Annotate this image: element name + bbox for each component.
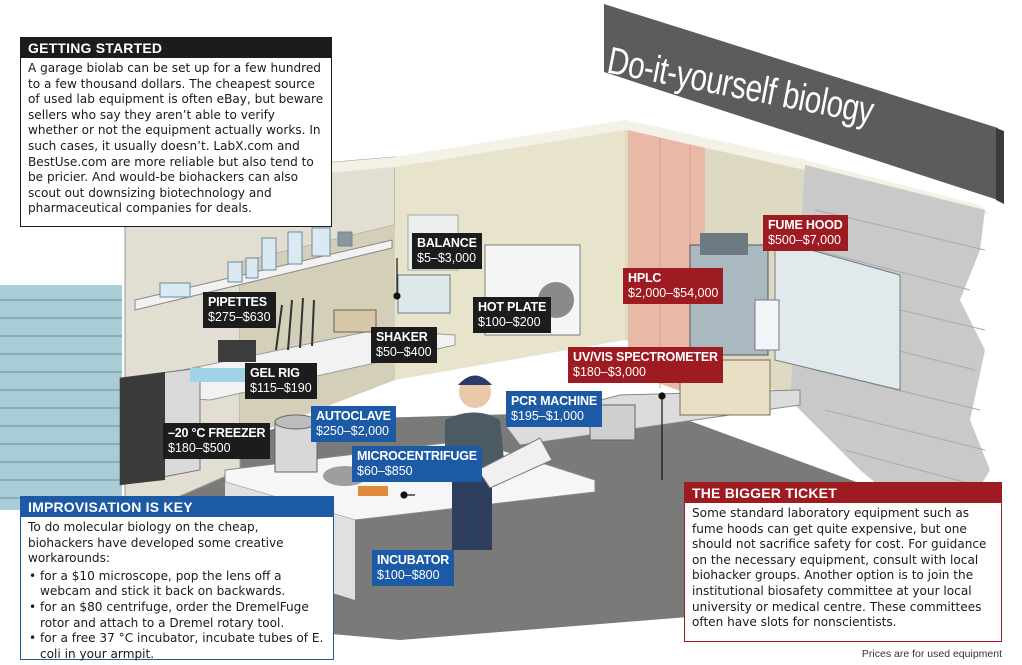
- hot-plate-tag: HOT PLATE $100–$200: [473, 297, 552, 333]
- bigger-ticket-panel: THE BIGGER TICKET Some standard laborato…: [684, 482, 1002, 642]
- fume-hood-name: FUME HOOD: [768, 218, 843, 232]
- shaker-price: $50–$400: [376, 345, 432, 359]
- gel-rig-tag: GEL RIG $115–$190: [245, 363, 317, 399]
- incubator-price: $100–$800: [377, 568, 440, 582]
- improvisation-body: To do molecular biology on the cheap, bi…: [21, 517, 333, 665]
- hplc-price: $2,000–$54,000: [628, 286, 719, 300]
- pipettes-price: $275–$630: [208, 310, 271, 324]
- list-item: for a free 37 °C incubator, incubate tub…: [29, 631, 326, 662]
- pipettes-tag: PIPETTES $275–$630: [203, 292, 276, 328]
- balance-tag: BALANCE $5–$3,000: [412, 233, 482, 269]
- autoclave-unit: [274, 421, 318, 473]
- gel-rig-name: GEL RIG: [250, 366, 300, 380]
- pcr-machine-price: $195–$1,000: [511, 409, 584, 423]
- title-banner: [604, 4, 998, 200]
- improvisation-heading: IMPROVISATION IS KEY: [21, 497, 333, 517]
- door: [628, 130, 705, 400]
- hplc-tag: HPLC $2,000–$54,000: [623, 268, 724, 304]
- gel-rig-price: $115–$190: [250, 381, 312, 395]
- roller-door: [0, 285, 122, 510]
- balance-name: BALANCE: [417, 236, 477, 250]
- improvisation-list: for a $10 microscope, pop the lens off a…: [28, 569, 326, 663]
- footnote: Prices are for used equipment: [861, 648, 1002, 660]
- hplc-name: HPLC: [628, 271, 662, 285]
- freezer-name: –20 °C FREEZER: [168, 426, 266, 440]
- incubator-tag: INCUBATOR $100–$800: [372, 550, 455, 586]
- getting-started-heading: GETTING STARTED: [21, 38, 331, 58]
- laptop: [477, 437, 553, 489]
- incubator-name: INCUBATOR: [377, 553, 450, 567]
- pipettes-name: PIPETTES: [208, 295, 267, 309]
- pcr-machine-tag: PCR MACHINE $195–$1,000: [506, 391, 602, 427]
- pcr-machine-name: PCR MACHINE: [511, 394, 597, 408]
- shelf-bottles: [159, 227, 353, 298]
- freezer-price: $180–$500: [168, 441, 231, 455]
- spectrometer-price: $180–$3,000: [573, 365, 646, 379]
- fume-hood-tag: FUME HOOD $500–$7,000: [763, 215, 848, 251]
- improvisation-intro: To do molecular biology on the cheap, bi…: [28, 520, 284, 566]
- hot-plate-price: $100–$200: [478, 315, 541, 329]
- bigger-ticket-body: Some standard laboratory equipment such …: [692, 506, 987, 630]
- balance-unit: [397, 274, 451, 314]
- microcentrifuge-price: $60–$850: [357, 464, 413, 478]
- autoclave-name: AUTOCLAVE: [316, 409, 391, 423]
- pipette-set: [275, 297, 315, 351]
- microcentrifuge-name: MICROCENTRIFUGE: [357, 449, 477, 463]
- hot-plate-name: HOT PLATE: [478, 300, 547, 314]
- shaker-unit: [333, 309, 377, 333]
- autoclave-price: $250–$2,000: [316, 424, 389, 438]
- list-item: for a $10 microscope, pop the lens off a…: [29, 569, 326, 600]
- shelf: [134, 239, 393, 311]
- shaker-name: SHAKER: [376, 330, 428, 344]
- shaker-tag: SHAKER $50–$400: [371, 327, 437, 363]
- fume-hood-price: $500–$7,000: [768, 233, 841, 247]
- bigger-ticket-heading: THE BIGGER TICKET: [685, 483, 1001, 503]
- spectrometer-name: UV/VIS SPECTROMETER: [573, 350, 718, 364]
- spectrometer-tag: UV/VIS SPECTROMETER $180–$3,000: [568, 347, 723, 383]
- autoclave-tag: AUTOCLAVE $250–$2,000: [311, 406, 396, 442]
- list-item: for an $80 centrifuge, order the DremelF…: [29, 600, 326, 631]
- getting-started-panel: GETTING STARTED A garage biolab can be s…: [20, 37, 332, 227]
- freezer-tag: –20 °C FREEZER $180–$500: [163, 423, 271, 459]
- gel-rig-unit: [218, 340, 256, 362]
- microcentrifuge-tag: MICROCENTRIFUGE $60–$850: [352, 446, 482, 482]
- improvisation-panel: IMPROVISATION IS KEY To do molecular bio…: [20, 496, 334, 661]
- getting-started-body: A garage biolab can be set up for a few …: [28, 61, 324, 216]
- balance-price: $5–$3,000: [417, 251, 477, 265]
